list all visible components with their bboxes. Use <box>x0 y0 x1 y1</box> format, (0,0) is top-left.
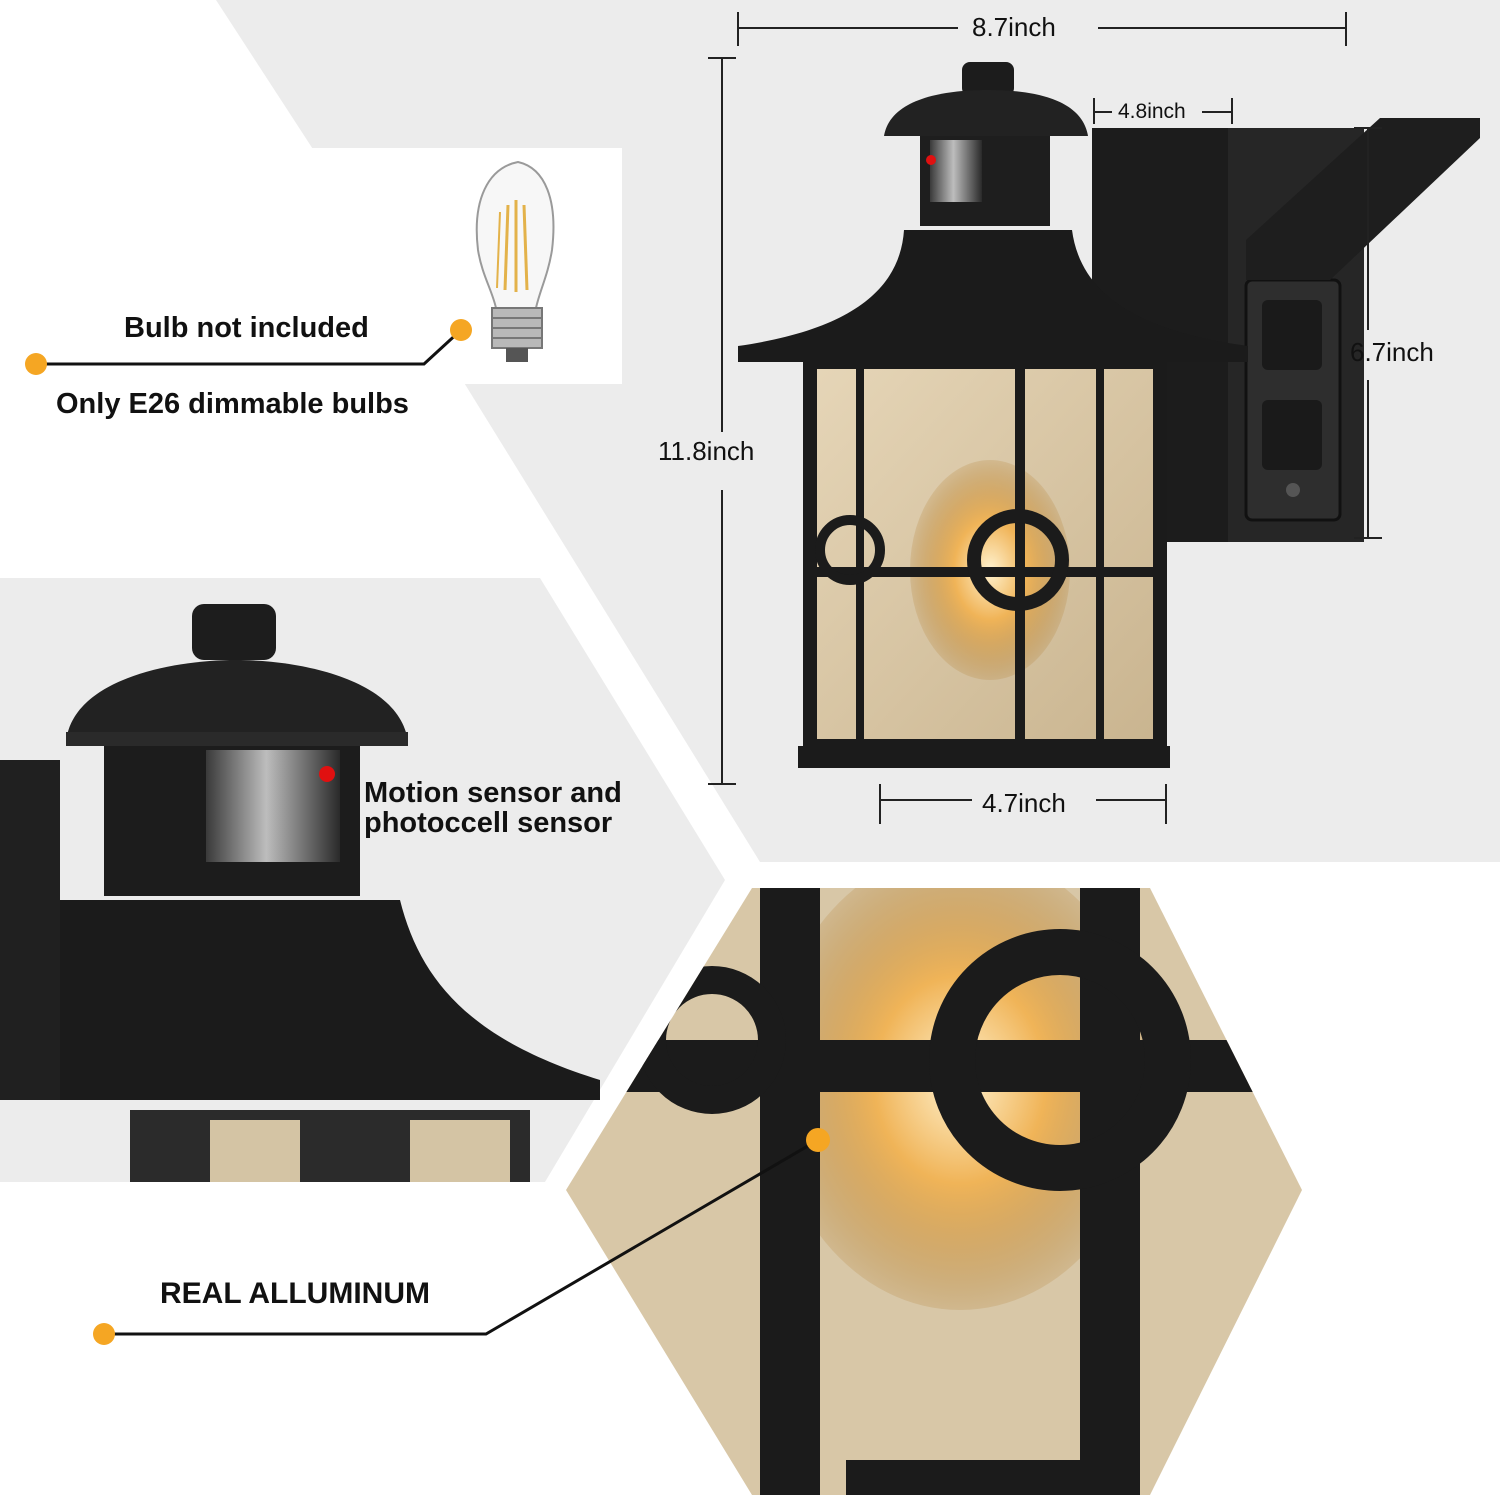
dimension-backplate-width: 4.8inch <box>1118 100 1186 123</box>
callout-dot-aluminum-right <box>806 1128 830 1152</box>
main-lantern-illustration <box>738 62 1480 768</box>
callout-dot-bulb-left <box>25 353 47 375</box>
callout-dot-bulb-right <box>450 319 472 341</box>
bulb-callout-line <box>36 328 463 366</box>
dimension-lines <box>708 12 1382 824</box>
dimension-lantern-width: 4.7inch <box>982 788 1066 818</box>
sensor-closeup-illustration <box>0 604 600 1182</box>
aluminum-callout-line <box>104 1138 819 1336</box>
motion-sensor-label-line2: photoccell sensor <box>364 807 613 839</box>
callout-dot-aluminum-left <box>93 1323 115 1345</box>
e26-bulbs-label: Only E26 dimmable bulbs <box>56 388 409 420</box>
motion-sensor-label-line1: Motion sensor and <box>364 777 622 809</box>
real-aluminum-label: REAL ALLUMINUM <box>160 1277 430 1310</box>
dimension-height-overall: 11.8inch <box>658 436 755 466</box>
edison-bulb-icon <box>475 160 555 362</box>
dimension-backplate-height: 6.7inch <box>1350 337 1434 367</box>
dimension-width-overall: 8.7inch <box>972 12 1056 42</box>
bulb-not-included-label: Bulb not included <box>124 312 369 344</box>
